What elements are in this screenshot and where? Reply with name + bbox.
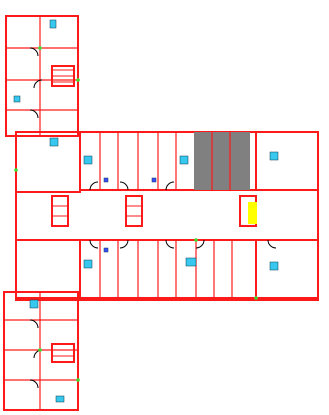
fixtures [13,19,279,403]
west-connector [15,131,81,193]
door-arcs [29,47,277,389]
door-arc-icon [29,379,39,389]
fixture-icon [185,257,197,267]
shaded-zone[interactable] [194,132,250,190]
node-marker-icon [14,168,18,172]
node-marker-icon [194,238,198,242]
upper-wing-outline [5,15,79,137]
node-markers [14,46,258,382]
node-marker-icon [76,78,80,82]
fixture-icon [269,151,279,161]
west-connector-south [15,239,81,299]
door-arc-icon [89,181,99,191]
west-core [51,195,69,227]
door-arc-icon [29,47,39,57]
fixture-icon [103,177,109,183]
door-arc-icon [267,239,277,249]
fixture-icon [13,95,21,103]
fixture-icon [49,19,57,29]
fixture-icon [55,395,65,403]
door-arc-icon [89,239,99,249]
fixture-icon [103,247,109,253]
lower-wing-stair [51,343,75,363]
door-arc-icon [119,239,129,249]
fixture-icon [269,261,279,271]
east-block [255,131,319,191]
node-marker-icon [254,296,258,300]
door-arc-icon [195,239,205,249]
east-block-south [255,239,319,299]
fixture-icon [29,299,39,309]
highlight-zone[interactable] [248,202,257,224]
node-marker-icon [38,46,42,50]
node-marker-icon [76,378,80,382]
fixture-icon [83,155,93,165]
fixture-icon [83,259,93,269]
door-arc-icon [119,181,129,191]
door-arc-icon [29,109,39,119]
middle-core [125,195,143,227]
door-arc-icon [165,181,175,191]
door-arc-icon [29,319,39,329]
fixture-icon [179,155,189,165]
door-arc-icon [165,239,175,249]
fixture-icon [151,177,157,183]
fixture-icon [49,137,59,147]
upper-wing [5,15,79,137]
lower-wing-outline [3,291,79,411]
door-arc-icon [33,79,43,89]
node-marker-icon [38,348,42,352]
